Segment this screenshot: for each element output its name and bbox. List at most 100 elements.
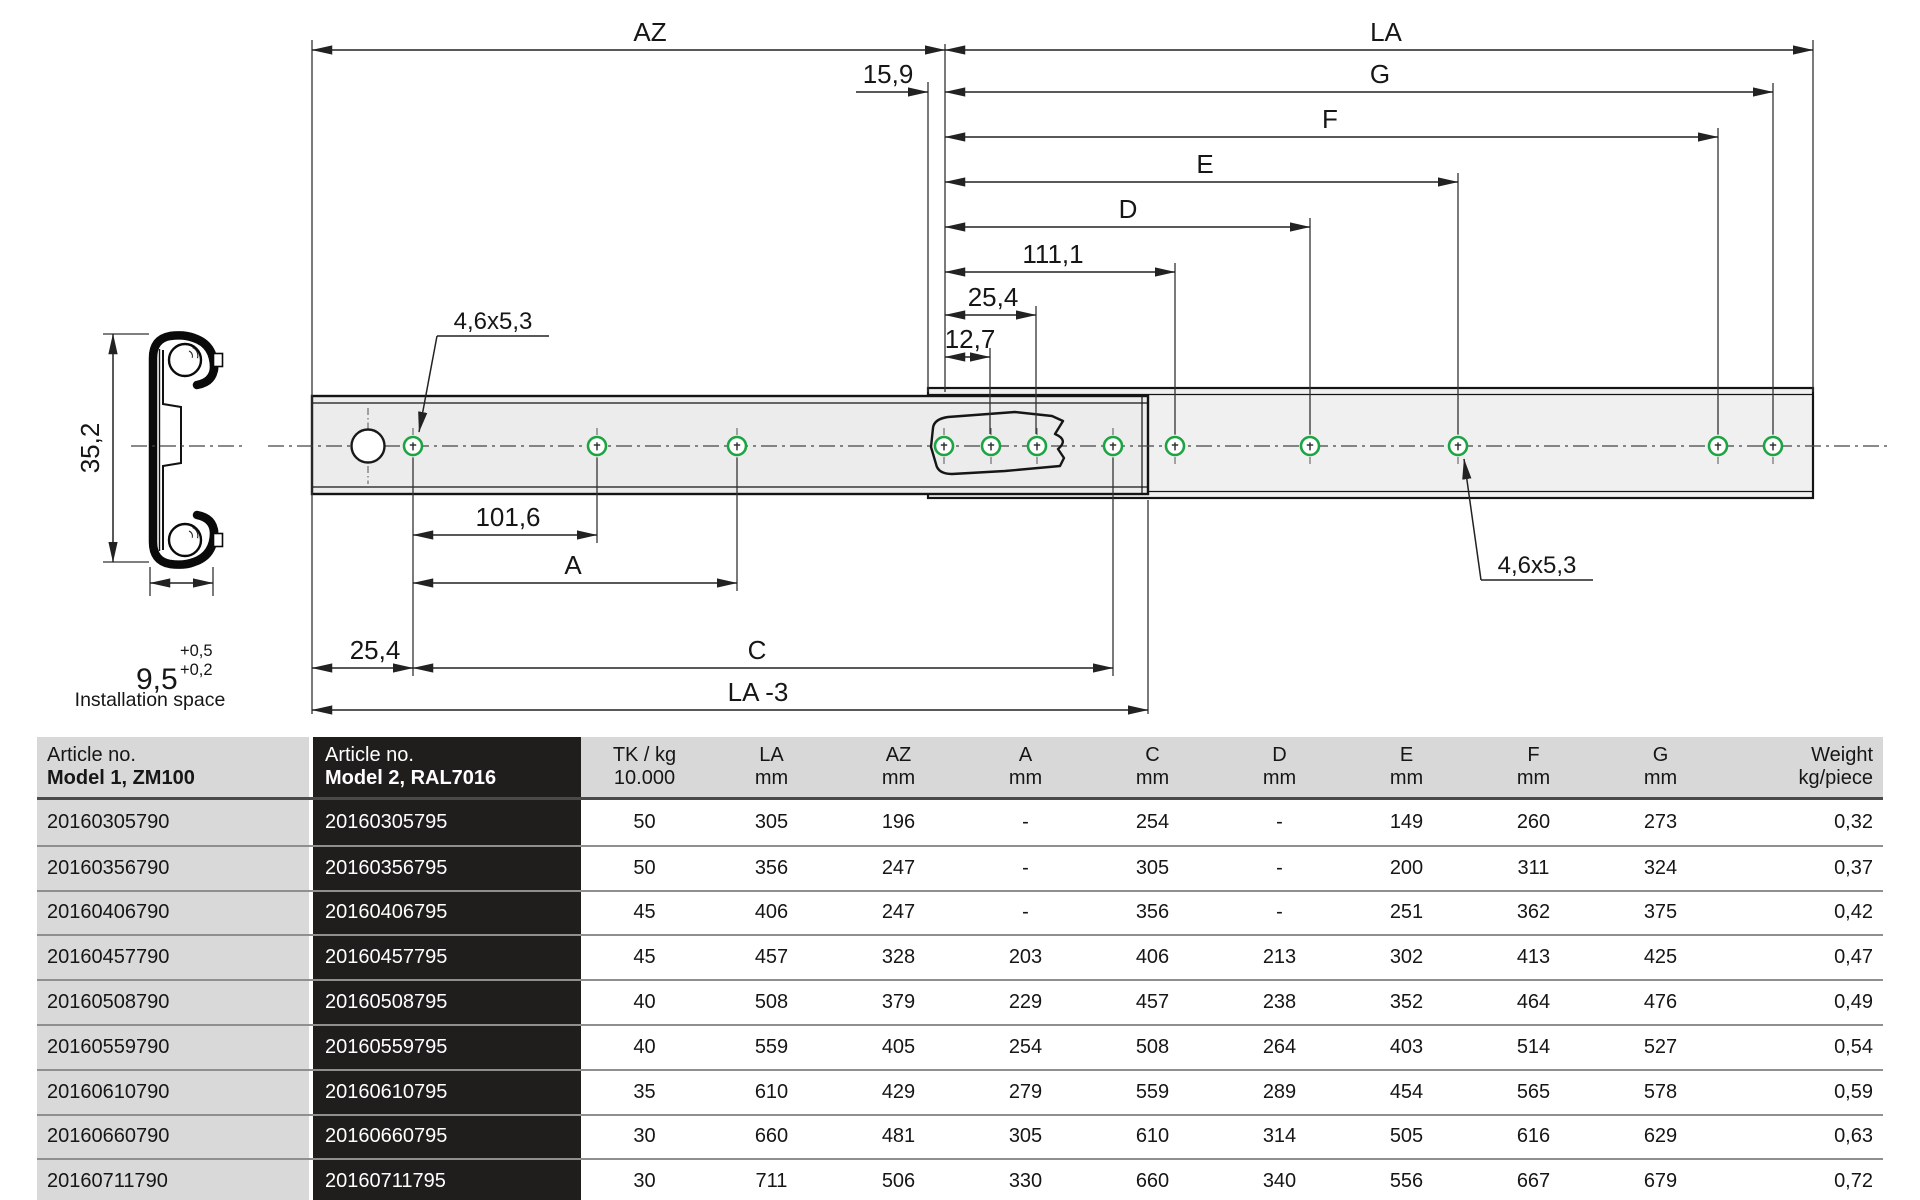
cell-e: 454	[1389, 1080, 1424, 1103]
cell-c: 254	[1135, 810, 1170, 833]
cell-c: 559	[1135, 1080, 1170, 1103]
cell-e: 200	[1389, 856, 1424, 879]
dim-1016-label: 101,6	[475, 502, 540, 532]
dim-d-label: D	[1119, 194, 1138, 224]
cell-e: 505	[1389, 1125, 1424, 1148]
cell-c: 406	[1135, 946, 1170, 969]
cell-article-model2: 20160559795	[309, 1025, 581, 1069]
cell-la: 508	[754, 991, 789, 1014]
cell-tk: 45	[633, 946, 656, 969]
cell-az: 481	[881, 1125, 916, 1148]
dim-1111-label: 111,1	[1022, 239, 1083, 269]
cell-f: 311	[1517, 856, 1550, 879]
table-row: 20160610790 20160610795 35 610 429 279 5…	[37, 1068, 1883, 1114]
cell-la: 660	[754, 1125, 789, 1148]
cell-la: 457	[754, 946, 789, 969]
cell-article-model1: 20160660790	[37, 1115, 309, 1159]
table-row: 20160457790 20160457795 45 457 328 203 4…	[37, 934, 1883, 980]
cell-g: 476	[1643, 991, 1678, 1014]
dim-la3-label: LA -3	[728, 677, 789, 707]
extension-lines	[311, 40, 1814, 714]
cell-article-model1: 20160711790	[37, 1160, 309, 1200]
cell-f: 260	[1516, 810, 1551, 833]
cell-az: 405	[881, 1035, 916, 1058]
cell-weight: 0,63	[1834, 1125, 1873, 1148]
cell-a: 203	[1008, 946, 1043, 969]
table-row: 20160508790 20160508795 40 508 379 229 4…	[37, 979, 1883, 1024]
table-body: 20160305790 20160305795 50 305 196 - 254…	[37, 800, 1883, 1200]
cell-la: 711	[755, 1170, 788, 1193]
cell-e: 149	[1389, 810, 1424, 833]
dim-az-label: AZ	[633, 17, 666, 47]
cell-tk: 40	[633, 991, 656, 1014]
cell-a: 254	[1008, 1035, 1043, 1058]
cell-d: 314	[1262, 1125, 1297, 1148]
dim-95-label: 9,5	[136, 663, 178, 696]
cell-weight: 0,47	[1834, 946, 1873, 969]
cell-az: 196	[881, 810, 916, 833]
cell-article-model1: 20160508790	[37, 981, 309, 1024]
front-mounting-hole	[350, 428, 386, 464]
table-header: Article no. Model 1, ZM100 Article no. M…	[37, 737, 1883, 800]
cell-f: 616	[1516, 1125, 1551, 1148]
dim-g-label: G	[1370, 59, 1390, 89]
cell-tk: 35	[633, 1080, 656, 1103]
cell-tk: 30	[633, 1125, 656, 1148]
cell-c: 660	[1135, 1170, 1170, 1193]
cell-article-model1: 20160305790	[37, 800, 309, 845]
cross-section-outer-profile	[148, 331, 219, 569]
cell-d: -	[1276, 810, 1283, 833]
ball-bearing-top	[167, 342, 203, 378]
slide-rail-technical-drawing: AZ LA 15,9 G F E D 111,1 25,4 12,7 101,6…	[75, 17, 1890, 715]
cell-article-model2: 20160711795	[309, 1160, 581, 1200]
cell-a: 305	[1008, 1125, 1043, 1148]
cell-tk: 45	[633, 901, 656, 924]
cell-weight: 0,32	[1834, 810, 1873, 833]
cell-a: 279	[1008, 1080, 1043, 1103]
cell-e: 251	[1389, 901, 1424, 924]
cell-c: 356	[1135, 901, 1170, 924]
cell-d: 264	[1262, 1035, 1297, 1058]
cell-a: -	[1022, 901, 1029, 924]
cell-f: 413	[1516, 946, 1551, 969]
slot-callout-left-label: 4,6x5,3	[454, 308, 533, 335]
cell-a: 330	[1008, 1170, 1043, 1193]
cell-weight: 0,59	[1834, 1080, 1873, 1103]
cell-g: 273	[1643, 810, 1678, 833]
cell-e: 556	[1389, 1170, 1424, 1193]
cross-section-inner-profile	[162, 350, 182, 550]
cross-section-view: 35,2 9,5 +0,5 +0,2 Installation space	[75, 331, 243, 711]
dim-159-label: 15,9	[863, 59, 914, 89]
table-row: 20160711790 20160711795 30 711 506 330 6…	[37, 1158, 1883, 1200]
installation-space-caption: Installation space	[75, 689, 226, 711]
detail-boundary-blob	[929, 410, 1066, 476]
table-row: 20160660790 20160660795 30 660 481 305 6…	[37, 1113, 1883, 1159]
dimension-labels: AZ LA 15,9 G F E D 111,1 25,4 12,7 101,6…	[350, 17, 1403, 707]
cell-g: 425	[1643, 946, 1678, 969]
cell-la: 305	[754, 810, 789, 833]
cell-d: 213	[1262, 946, 1297, 969]
cell-az: 506	[881, 1170, 916, 1193]
cell-c: 610	[1135, 1125, 1170, 1148]
cell-d: 289	[1262, 1080, 1297, 1103]
cell-d: -	[1276, 856, 1283, 879]
cell-article-model1: 20160457790	[37, 936, 309, 980]
cell-az: 247	[881, 901, 916, 924]
cell-tk: 40	[633, 1035, 656, 1058]
cell-article-model1: 20160406790	[37, 891, 309, 935]
cell-d: 238	[1262, 991, 1297, 1014]
cell-article-model2: 20160508795	[309, 981, 581, 1024]
cell-f: 464	[1516, 991, 1551, 1014]
cell-g: 679	[1643, 1170, 1678, 1193]
cell-g: 578	[1643, 1080, 1678, 1103]
cell-article-model1: 20160559790	[37, 1025, 309, 1069]
cell-g: 629	[1643, 1125, 1678, 1148]
cell-a: 229	[1008, 991, 1043, 1014]
table-row: 20160305790 20160305795 50 305 196 - 254…	[37, 800, 1883, 845]
cell-weight: 0,54	[1834, 1035, 1873, 1058]
